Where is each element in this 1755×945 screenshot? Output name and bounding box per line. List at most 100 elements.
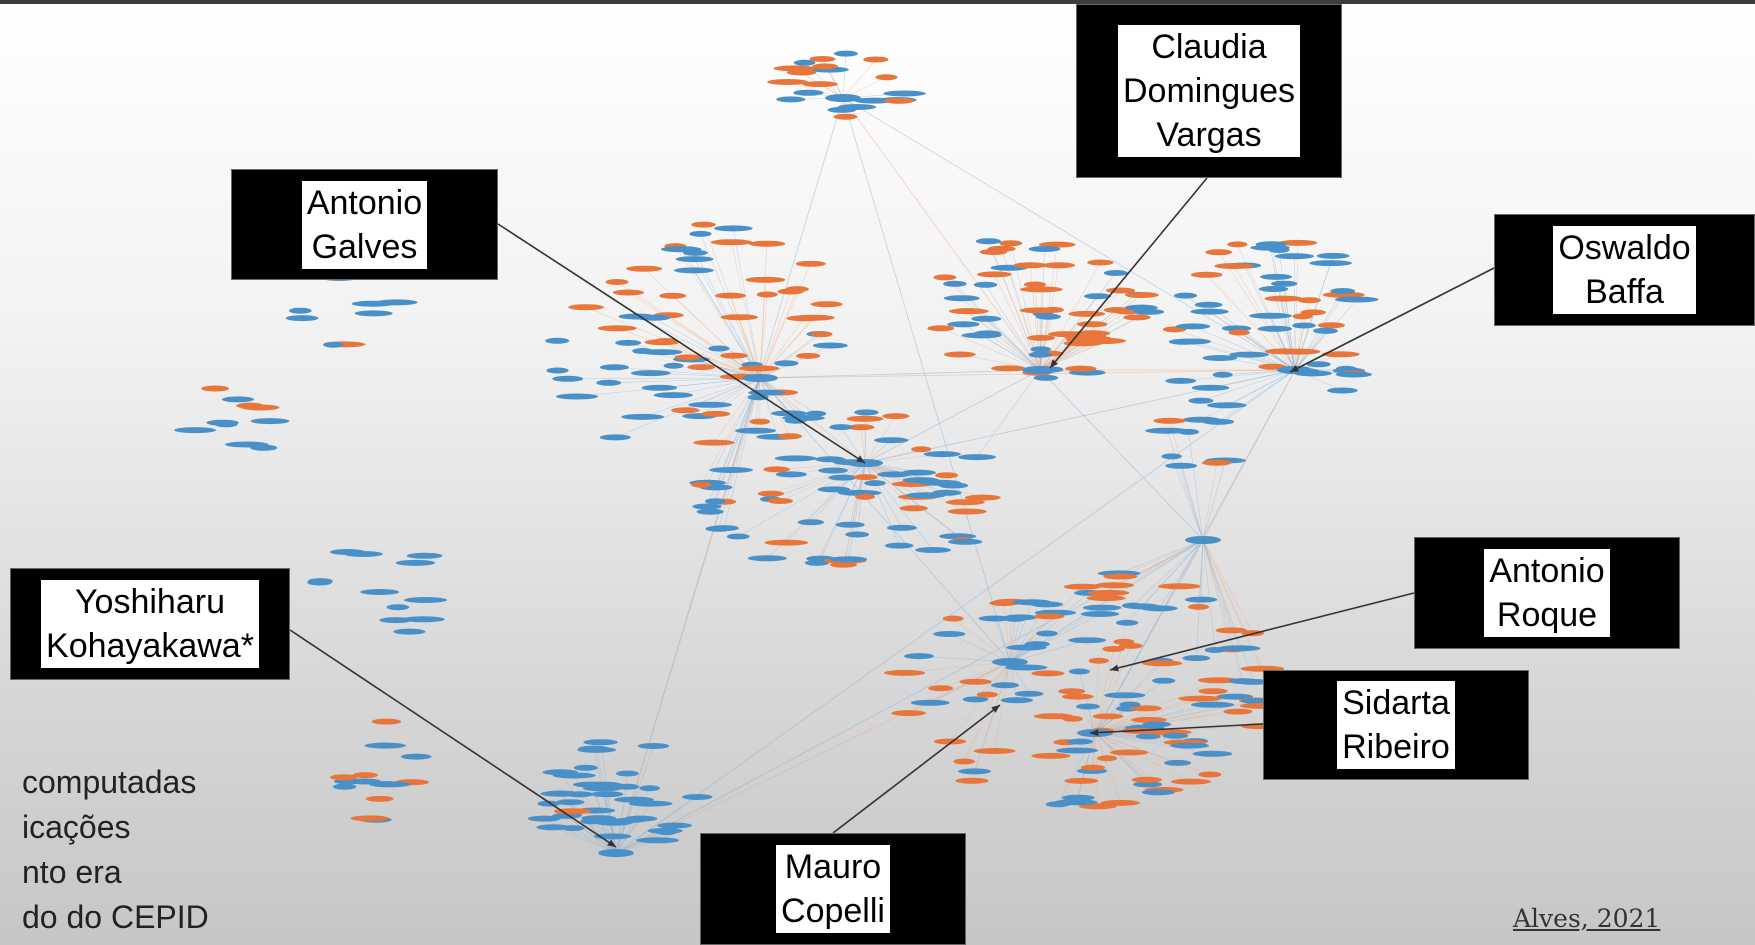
network-node [1028, 351, 1052, 358]
network-edge [759, 243, 768, 379]
network-edge [860, 427, 866, 464]
network-node [657, 822, 692, 829]
network-node [720, 314, 758, 321]
network-edge [1192, 326, 1296, 371]
network-node [696, 508, 724, 515]
network-edge [759, 291, 791, 379]
network-node [568, 304, 604, 311]
network-node [1031, 752, 1071, 759]
network-edge [1039, 343, 1084, 371]
network-node [726, 533, 750, 540]
network-node [201, 385, 230, 392]
network-node [947, 321, 980, 328]
network-node [943, 351, 976, 358]
network-node [1066, 738, 1093, 745]
network-node [1033, 374, 1059, 381]
network-node [673, 267, 714, 274]
network-node [1292, 322, 1316, 329]
network-node [978, 615, 1011, 622]
network-edge [940, 328, 1041, 371]
network-node [616, 770, 639, 777]
network-edge [1094, 539, 1204, 734]
network-node [1096, 755, 1118, 762]
network-node [1065, 365, 1097, 372]
network-node [1173, 292, 1198, 299]
network-node [964, 494, 1001, 501]
network-node [1102, 646, 1125, 652]
network-node [1058, 688, 1086, 695]
network-node [307, 579, 332, 586]
network-edge [733, 228, 761, 379]
network-node [371, 718, 402, 725]
network-node [1188, 603, 1210, 610]
network-node [953, 758, 975, 765]
network-node [689, 230, 712, 237]
network-edge [1202, 460, 1226, 541]
network-edge [759, 377, 778, 438]
network-edge [1094, 732, 1121, 804]
network-node [1061, 794, 1095, 801]
network-node [979, 249, 1008, 255]
network-edge [963, 661, 1011, 762]
network-edge [1275, 276, 1296, 371]
network-node [675, 256, 714, 263]
network-node [959, 678, 992, 685]
network-node [330, 774, 358, 781]
network-node [1317, 322, 1345, 329]
network-edge [987, 333, 1041, 371]
citation-link[interactable]: Alves, 2021 [1513, 904, 1661, 933]
network-edge [981, 335, 1041, 371]
network-edge [1094, 648, 1114, 734]
network-edge [642, 377, 761, 418]
network-edge [949, 633, 1011, 663]
network-node [1168, 338, 1199, 345]
network-node [809, 56, 836, 62]
network-node [573, 764, 598, 771]
network-node [853, 474, 878, 481]
network-node [1162, 732, 1189, 739]
network-edge [994, 661, 1011, 752]
network-hub-node [1185, 536, 1221, 544]
network-node [1190, 271, 1223, 278]
network-node [774, 360, 799, 367]
network-node [1062, 715, 1083, 722]
network-node [1056, 747, 1099, 754]
network-edge [904, 661, 1011, 674]
network-node [976, 691, 998, 698]
network-node [720, 352, 748, 359]
network-node [406, 552, 443, 559]
cropped-side-text: computadas icações nto era do do CEPID [0, 760, 209, 940]
network-node [1278, 239, 1318, 246]
network-node [945, 499, 985, 506]
network-node [1164, 759, 1192, 766]
network-node [1322, 291, 1365, 298]
network-edge [1200, 369, 1296, 401]
network-edge [1166, 430, 1204, 541]
network-node [1030, 346, 1051, 353]
network-edge [615, 369, 1296, 854]
network-edge [566, 815, 617, 854]
network-hub-node [825, 94, 861, 102]
network-edge [864, 462, 914, 509]
network-hub-node [742, 374, 778, 382]
network-node [735, 427, 776, 434]
network-node [710, 239, 753, 246]
network-node [644, 339, 680, 346]
network-edge [552, 827, 617, 854]
network-node [584, 781, 623, 788]
network-node [1076, 703, 1100, 710]
network-node [561, 825, 585, 832]
network-node [1321, 351, 1360, 358]
network-edge [615, 661, 1011, 854]
network-node [845, 531, 870, 538]
network-node [612, 289, 645, 296]
network-node [1278, 348, 1321, 355]
network-node [846, 415, 884, 422]
network-node [828, 474, 857, 481]
network-node [1024, 641, 1050, 648]
network-edge [759, 263, 811, 379]
network-edge [953, 618, 1011, 663]
